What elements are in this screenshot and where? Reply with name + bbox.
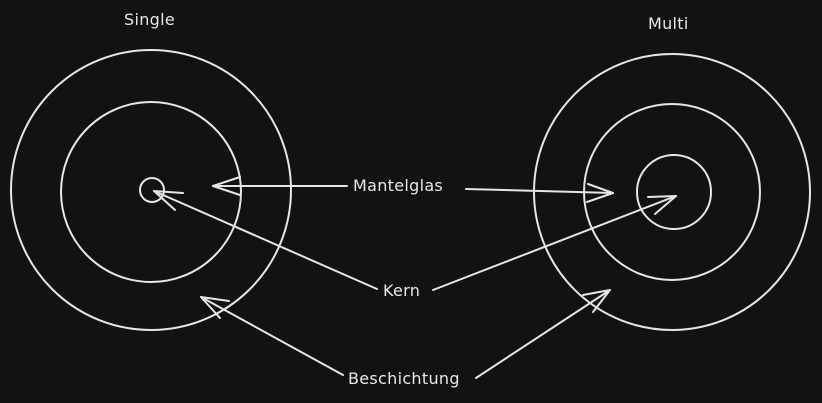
multi-mode-fiber xyxy=(533,53,811,331)
multi-coating-ring xyxy=(533,53,811,331)
single-mode-fiber xyxy=(10,49,292,331)
core-arrow-left xyxy=(153,190,378,290)
coating-arrow-right xyxy=(475,289,611,379)
multi-core-ring xyxy=(636,154,712,230)
multi-title: Multi xyxy=(648,14,689,33)
coating-label: Beschichtung xyxy=(348,369,460,388)
core-label: Kern xyxy=(383,281,421,300)
coating-arrow-left xyxy=(200,296,344,376)
single-title: Single xyxy=(124,10,175,29)
single-cladding-ring xyxy=(60,101,242,283)
core-arrow-right xyxy=(432,195,677,291)
cladding-arrow-right xyxy=(465,183,614,203)
cladding-label: Mantelglas xyxy=(353,176,444,195)
cladding-arrow-left xyxy=(212,176,348,196)
single-core-ring xyxy=(139,177,165,203)
single-coating-ring xyxy=(10,49,292,331)
